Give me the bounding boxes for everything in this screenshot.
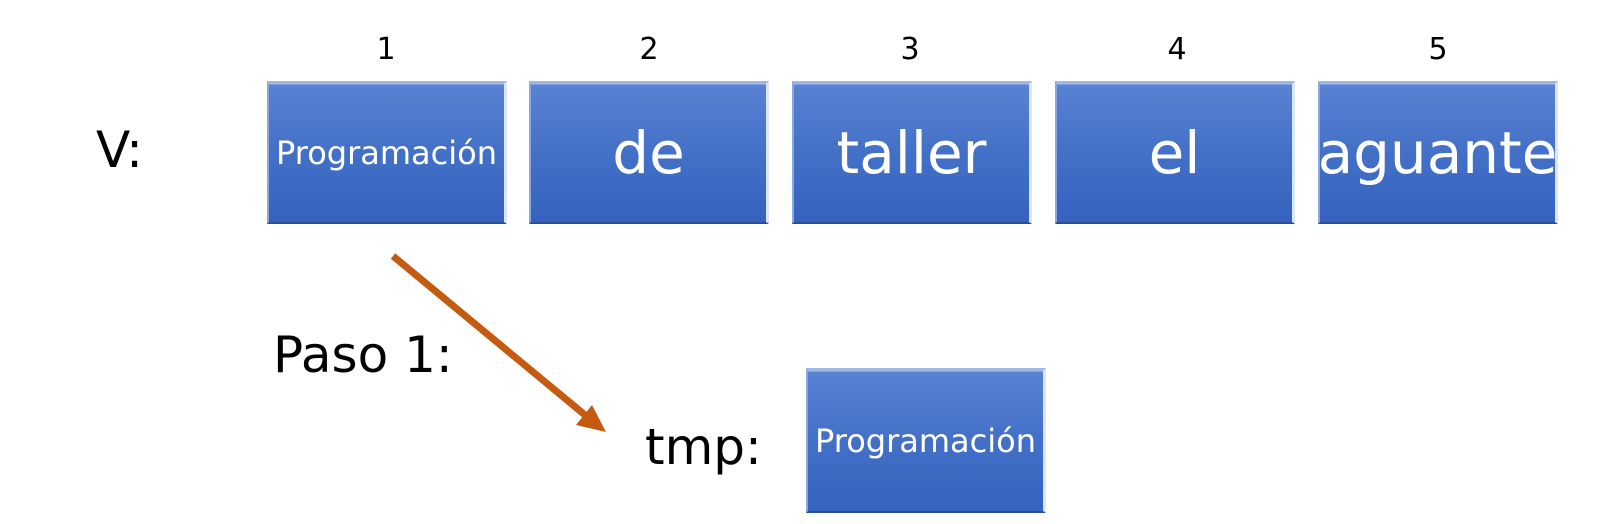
index-label-3: 3 <box>900 32 920 67</box>
tmp-label: tmp: <box>645 418 762 476</box>
copy-arrow-head <box>576 405 606 432</box>
vector-label: V: <box>96 121 143 179</box>
copy-arrow-shaft <box>390 253 588 418</box>
index-label-2: 2 <box>639 32 659 67</box>
vector-cell-3: taller <box>792 81 1032 224</box>
vector-cell-5: aguante <box>1318 81 1558 224</box>
step-label: Paso 1: <box>273 326 453 384</box>
index-label-5: 5 <box>1428 32 1448 67</box>
index-label-4: 4 <box>1167 32 1187 67</box>
tmp-cell: Programación <box>806 368 1046 513</box>
vector-cell-4: el <box>1055 81 1295 224</box>
vector-cell-2: de <box>529 81 769 224</box>
index-label-1: 1 <box>376 32 396 67</box>
vector-cell-1: Programación <box>267 81 507 224</box>
